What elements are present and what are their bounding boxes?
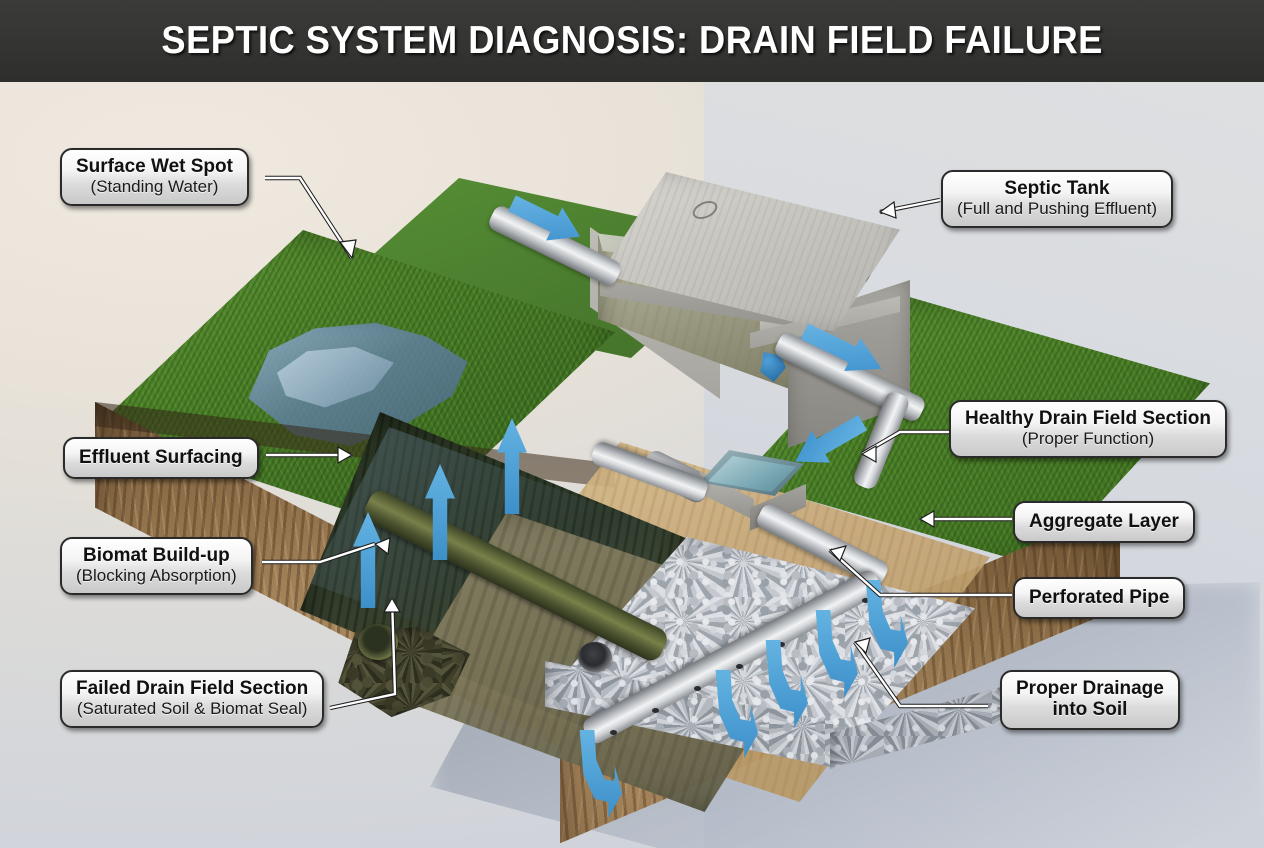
callout-subtitle: (Standing Water) <box>90 177 219 197</box>
pipe-perforation <box>694 686 701 691</box>
callout-subtitle: (Full and Pushing Effluent) <box>957 199 1158 219</box>
callout-title: Failed Drain Field Section <box>76 678 309 699</box>
callout-title: Aggregate Layer <box>1029 511 1179 532</box>
callout-subtitle: (Saturated Soil & Biomat Seal) <box>76 699 308 719</box>
perforated-pipe-open-end <box>578 642 612 672</box>
pipe-perforation <box>736 664 743 669</box>
leader-lines <box>262 175 1012 711</box>
callout-title: Effluent Surfacing <box>79 447 243 468</box>
septic-tank <box>560 172 920 472</box>
pipe-perforation <box>610 730 617 735</box>
pipe-perforation <box>778 642 785 647</box>
callout-biomat-build-up[interactable]: Biomat Build-up (Blocking Absorption) <box>60 537 253 596</box>
callout-title: Septic Tank <box>1004 178 1110 199</box>
callout-failed-drain-field[interactable]: Failed Drain Field Section (Saturated So… <box>60 670 325 729</box>
callout-subtitle: (Proper Function) <box>1021 429 1155 449</box>
callout-healthy-drain-field[interactable]: Healthy Drain Field Section (Proper Func… <box>949 400 1227 459</box>
callout-title: Perforated Pipe <box>1029 587 1170 608</box>
callout-title: Proper Drainage <box>1016 678 1164 699</box>
page-title: SEPTIC SYSTEM DIAGNOSIS: DRAIN FIELD FAI… <box>161 19 1103 62</box>
header-bar: SEPTIC SYSTEM DIAGNOSIS: DRAIN FIELD FAI… <box>0 0 1264 82</box>
callout-title: Surface Wet Spot <box>76 156 233 177</box>
illustration-scene: Surface Wet Spot (Standing Water) Septic… <box>0 82 1264 848</box>
pipe-perforation <box>652 708 659 713</box>
callout-subtitle: (Blocking Absorption) <box>76 566 237 586</box>
callout-aggregate-layer[interactable]: Aggregate Layer <box>1013 501 1195 544</box>
callout-title-second-line: into Soil <box>1052 699 1128 721</box>
callout-septic-tank[interactable]: Septic Tank (Full and Pushing Effluent) <box>941 170 1174 229</box>
distribution-box <box>700 450 806 531</box>
pipe-perforation <box>862 598 869 603</box>
callout-proper-drainage[interactable]: Proper Drainage into Soil <box>1000 670 1180 730</box>
callout-effluent-surfacing[interactable]: Effluent Surfacing <box>63 437 259 480</box>
callout-surface-wet-spot[interactable]: Surface Wet Spot (Standing Water) <box>60 148 249 207</box>
callout-title: Healthy Drain Field Section <box>965 408 1211 429</box>
callout-perforated-pipe[interactable]: Perforated Pipe <box>1013 577 1186 620</box>
callout-title: Biomat Build-up <box>82 545 230 566</box>
